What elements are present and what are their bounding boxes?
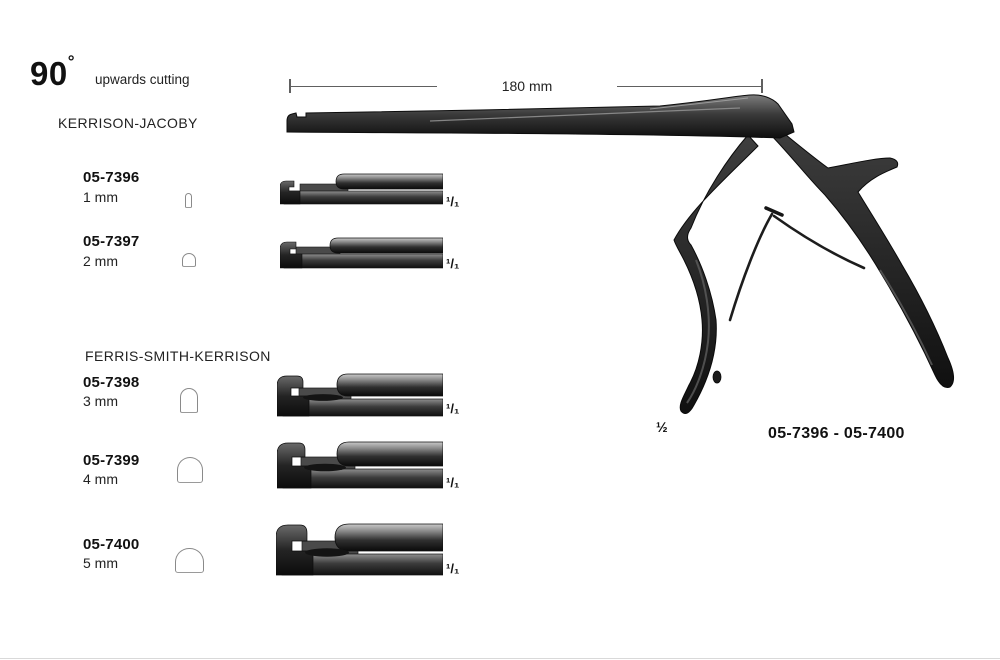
bite-profile-icon-1mm [185, 193, 192, 208]
dimension-tick-left [289, 79, 291, 93]
section-heading-kerrison-jacoby: KERRISON-JACOBY [58, 115, 198, 131]
section-heading-ferris-smith-kerrison: FERRIS-SMITH-KERRISON [85, 348, 271, 364]
product-code: 05-7399 [83, 452, 140, 469]
bite-profile-icon-5mm [175, 548, 204, 573]
page-bottom-rule [0, 658, 1000, 659]
scale-label: ¹/₁ [446, 401, 460, 416]
dimension-segment-right [617, 86, 762, 87]
angle-block: 90° [30, 52, 75, 93]
dimension-label: 180 mm [501, 78, 553, 94]
product-size: 2 mm [83, 253, 118, 269]
product-code: 05-7396 [83, 169, 140, 186]
tip-detail-illustration-2mm [280, 237, 443, 269]
range-label: 05-7396 - 05-7400 [768, 425, 905, 442]
product-size: 1 mm [83, 189, 118, 205]
product-size: 5 mm [83, 555, 118, 571]
dimension-segment-left [290, 86, 437, 87]
main-instrument-illustration [286, 94, 954, 414]
product-code: 05-7398 [83, 374, 140, 391]
degree-symbol: ° [67, 52, 75, 71]
bite-profile-icon-3mm [180, 388, 198, 413]
bite-profile-icon-4mm [177, 457, 203, 483]
tip-detail-illustration-4mm [277, 441, 443, 489]
product-code: 05-7397 [83, 233, 140, 250]
tip-detail-illustration-5mm [276, 523, 443, 576]
product-size: 4 mm [83, 471, 118, 487]
product-size: 3 mm [83, 393, 118, 409]
dimension-tick-right [761, 79, 763, 93]
scale-label: ¹/₁ [446, 194, 460, 209]
scale-label-half: ½ [656, 419, 668, 435]
cutting-direction-label: upwards cutting [95, 72, 190, 87]
angle-value: 90 [30, 55, 68, 92]
scale-label: ¹/₁ [446, 475, 460, 490]
scale-label: ¹/₁ [446, 256, 460, 271]
product-code: 05-7400 [83, 536, 140, 553]
bite-profile-icon-2mm [182, 253, 196, 267]
tip-detail-illustration-1mm [280, 173, 443, 205]
scale-label: ¹/₁ [446, 561, 460, 576]
dimension-line: 180 mm [289, 78, 763, 95]
tip-detail-illustration-3mm [277, 373, 443, 417]
